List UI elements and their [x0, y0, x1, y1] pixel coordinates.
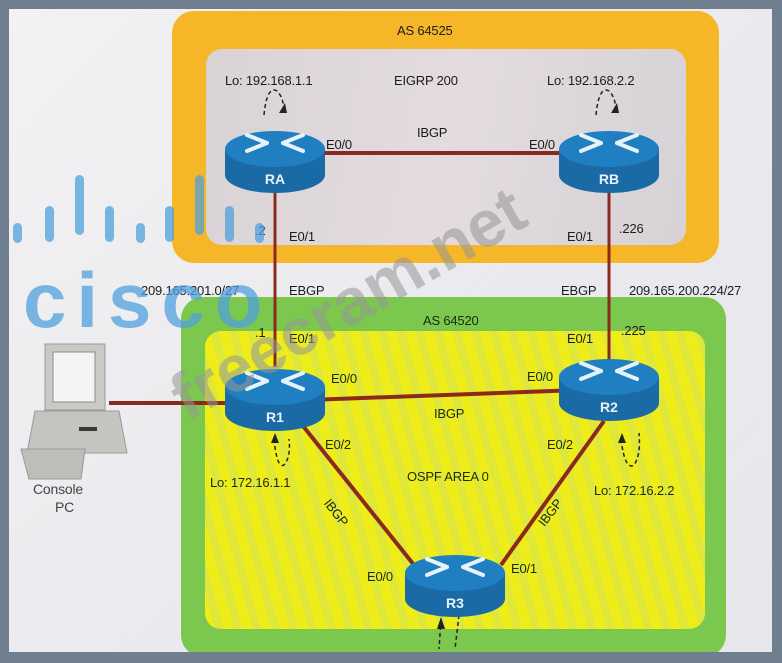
loopback-rb-arrow	[611, 103, 619, 113]
r2-ip-label: .225	[621, 323, 646, 338]
ra-r1-protocol-label: EBGP	[289, 283, 325, 298]
loopback-r2-icon	[620, 432, 641, 467]
r2-e02-label: E0/2	[547, 437, 573, 452]
r2-e01-label: E0/1	[567, 331, 593, 346]
router-label: RA	[265, 171, 285, 187]
link-r1-r2	[308, 388, 580, 402]
r1-ip-label: .1	[255, 325, 266, 340]
as-64525-label: AS 64525	[397, 23, 453, 38]
cisco-logo-bar	[13, 223, 22, 243]
ospf-area-label: OSPF AREA 0	[407, 469, 489, 484]
r2-loopback-label: Lo: 172.16.2.2	[594, 483, 675, 498]
ra-e00-label: E0/0	[326, 137, 352, 152]
r1-e01-label: E0/1	[289, 331, 315, 346]
rb-loopback-label: Lo: 192.168.2.2	[547, 73, 635, 88]
ra-rb-protocol-label: IBGP	[417, 125, 448, 140]
router-label: R1	[266, 409, 284, 425]
router-r2[interactable]: R2	[559, 359, 659, 421]
router-arrow	[425, 557, 449, 569]
cisco-logo-watermark	[13, 175, 264, 243]
cisco-logo-bar	[75, 175, 84, 235]
router-ra[interactable]: RA	[225, 131, 325, 193]
console-pc-icon[interactable]	[9, 9, 772, 652]
console-pc-label-line1: Console	[33, 481, 83, 497]
r3-e01-label: E0/1	[511, 561, 537, 576]
cisco-logo-bar	[255, 223, 264, 243]
ra-loopback-label: Lo: 192.168.1.1	[225, 73, 313, 88]
link-r1-r3	[297, 419, 416, 567]
r2-e00-label: E0/0	[527, 369, 553, 384]
router-arrow	[579, 369, 603, 381]
router-arrow	[245, 133, 269, 145]
loopback-ra-arrow	[279, 103, 287, 113]
rb-r2-subnet-label: 209.165.200.224/27	[629, 283, 742, 298]
rb-e00-label: E0/0	[529, 137, 555, 152]
loopback-ra-icon	[263, 89, 285, 116]
eigrp-label: EIGRP 200	[394, 73, 458, 88]
ra-r1-subnet-label: 209.165.201.0/27	[141, 283, 240, 298]
link-r2-r3	[499, 419, 606, 567]
cisco-logo-bar	[105, 206, 114, 242]
loopback-rb-icon	[595, 89, 617, 116]
router-label: RB	[599, 171, 619, 187]
cisco-logo-bar	[195, 175, 204, 235]
loopback-r1-icon	[273, 438, 291, 467]
router-arrow	[281, 371, 305, 383]
router-arrow	[461, 565, 485, 577]
loopback-r2-arrow	[618, 433, 626, 443]
cisco-logo-bar	[225, 206, 234, 242]
router-r1[interactable]: R1	[225, 369, 325, 431]
router-label: R2	[600, 399, 618, 415]
loopback-r3-icon	[438, 614, 460, 650]
ra-e01-label: E0/1	[289, 229, 315, 244]
links-layer	[109, 89, 641, 650]
router-arrow	[281, 141, 305, 153]
cisco-logo-text: cisco	[23, 256, 273, 344]
r1-r2-protocol-label: IBGP	[434, 406, 465, 421]
rb-e01-label: E0/1	[567, 229, 593, 244]
r1-loopback-label: Lo: 172.16.1.1	[210, 475, 291, 490]
router-arrow	[615, 369, 639, 381]
rb-ip-label: .226	[619, 221, 644, 236]
console-pc-label-line2: PC	[55, 499, 75, 515]
router-arrow	[615, 133, 639, 145]
r1-e00-label: E0/0	[331, 371, 357, 386]
router-r3[interactable]: R3	[405, 555, 505, 617]
router-arrow	[281, 379, 305, 391]
router-arrow	[615, 361, 639, 373]
router-arrow	[245, 141, 269, 153]
router-arrow	[425, 565, 449, 577]
router-arrow	[579, 361, 603, 373]
router-arrow	[579, 141, 603, 153]
r1-e02-label: E0/2	[325, 437, 351, 452]
cisco-logo-bar	[165, 206, 174, 242]
router-arrow	[245, 379, 269, 391]
router-arrow	[281, 133, 305, 145]
router-label: R3	[446, 595, 464, 611]
router-arrow	[245, 371, 269, 383]
router-rb[interactable]: RB	[559, 131, 659, 193]
router-arrow	[615, 141, 639, 153]
cisco-logo-bar	[136, 223, 145, 243]
cisco-logo-bar	[45, 206, 54, 242]
router-arrow	[461, 557, 485, 569]
rb-r2-protocol-label: EBGP	[561, 283, 597, 298]
router-arrow	[579, 133, 603, 145]
loopback-r3-arrow	[437, 617, 445, 629]
as-64520-label: AS 64520	[423, 313, 479, 328]
r3-e00-label: E0/0	[367, 569, 393, 584]
loopback-r1-arrow	[271, 433, 279, 443]
